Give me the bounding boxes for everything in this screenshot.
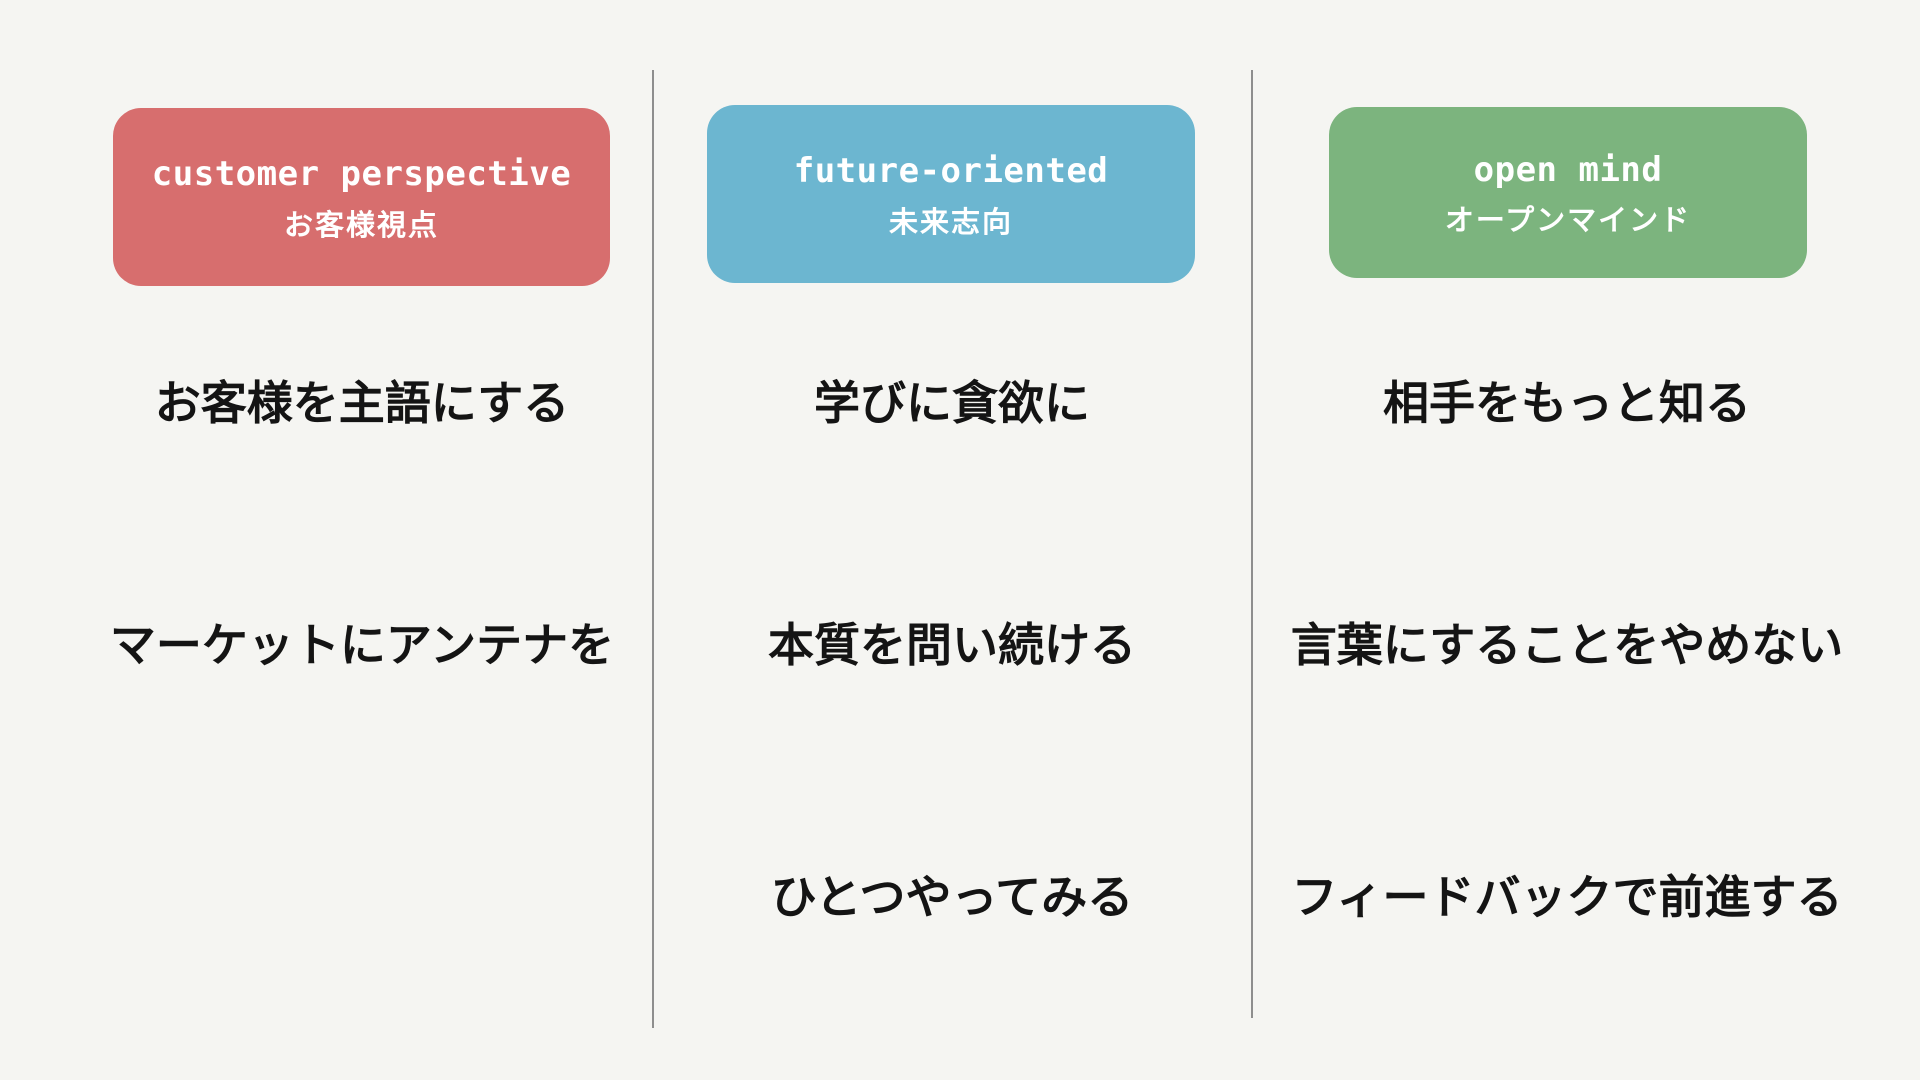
value-item: 言葉にすることをやめない <box>1290 619 1844 671</box>
column-divider-right <box>1251 70 1253 1018</box>
value-item: お客様を主語にする <box>154 377 570 429</box>
column-divider-left <box>652 70 654 1028</box>
header-badge-customer-perspective: customer perspective お客様視点 <box>113 108 610 286</box>
header-badge-future-oriented: future-oriented 未来志向 <box>707 105 1195 283</box>
value-item: 本質を問い続ける <box>768 619 1136 671</box>
value-item: 相手をもっと知る <box>1383 377 1751 429</box>
value-item: 学びに貪欲に <box>814 377 1090 429</box>
value-item: ひとつやってみる <box>770 871 1134 923</box>
header-title: customer perspective <box>151 154 572 195</box>
value-item: フィードバックで前進する <box>1291 871 1843 923</box>
header-subtitle: お客様視点 <box>283 209 439 242</box>
header-subtitle: オープンマインド <box>1444 205 1692 238</box>
header-badge-open-mind: open mind オープンマインド <box>1329 107 1807 278</box>
value-item: マーケットにアンテナを <box>109 619 615 671</box>
header-subtitle: 未来志向 <box>888 206 1013 239</box>
header-title: future-oriented <box>793 151 1109 192</box>
header-title: open mind <box>1473 149 1663 190</box>
